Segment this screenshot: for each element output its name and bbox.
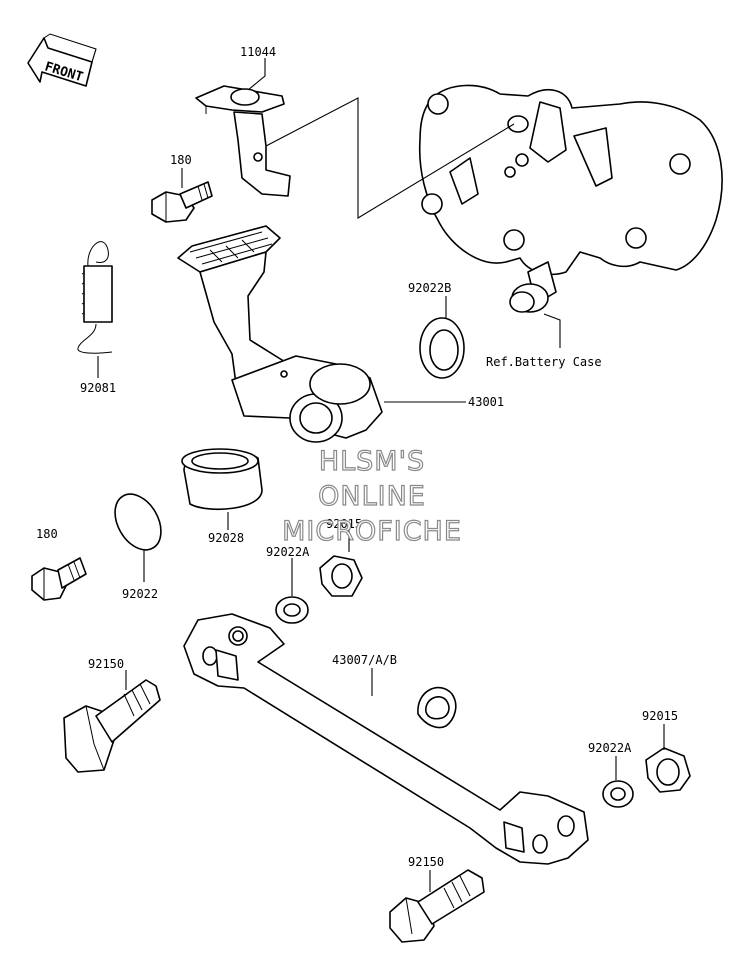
label-43001: 43001 [468,395,504,409]
label-92022: 92022 [122,587,158,601]
leader-lines [97,58,665,892]
label-92022b: 92022B [408,281,451,295]
watermark-line-2: ONLINE [318,481,426,512]
bracket-11044-icon [195,85,291,197]
label-180-bottom: 180 [36,527,58,541]
nut-92015-top-icon [319,555,363,597]
bolt-92150-bottom-icon [389,869,485,943]
label-43007: 43007/A/B [332,653,397,667]
bolt-180-bottom-icon [31,557,87,601]
label-92015-right: 92015 [642,709,678,723]
label-92081: 92081 [80,381,116,395]
label-92150-bottom: 92150 [408,855,444,869]
watermark-line-1: HLSM'S [319,446,425,477]
label-92150-left: 92150 [88,657,124,671]
label-92022a-top: 92022A [266,545,310,559]
washer-92022a-right-icon [602,780,634,808]
bushing-92028-icon [181,448,263,510]
label-92015-top: 92015 [326,517,362,531]
bracket-leader-line [265,97,515,219]
label-92028: 92028 [208,531,244,545]
front-arrow-icon: FRONT [27,33,97,87]
brake-pedal-43001-icon [177,225,383,443]
bolt-180-top-icon [151,181,213,223]
washer-92022-icon [114,493,162,551]
washer-92022b-icon [419,317,465,379]
reference-note: Ref.Battery Case [486,355,602,369]
nut-92015-right-icon [645,747,691,793]
watermark: HLSM'S ONLINE MICROFICHE [281,445,462,547]
battery-case-bracket-icon [418,84,723,313]
watermark-line-3: MICROFICHE [282,516,462,547]
spring-92081-icon [77,241,113,354]
bolt-92150-left-icon [63,679,161,773]
washer-92022a-top-icon [275,596,309,624]
label-92022a-right: 92022A [588,741,632,755]
label-11044: 11044 [240,45,276,59]
label-180-top: 180 [170,153,192,167]
rod-43007-icon [183,613,589,865]
